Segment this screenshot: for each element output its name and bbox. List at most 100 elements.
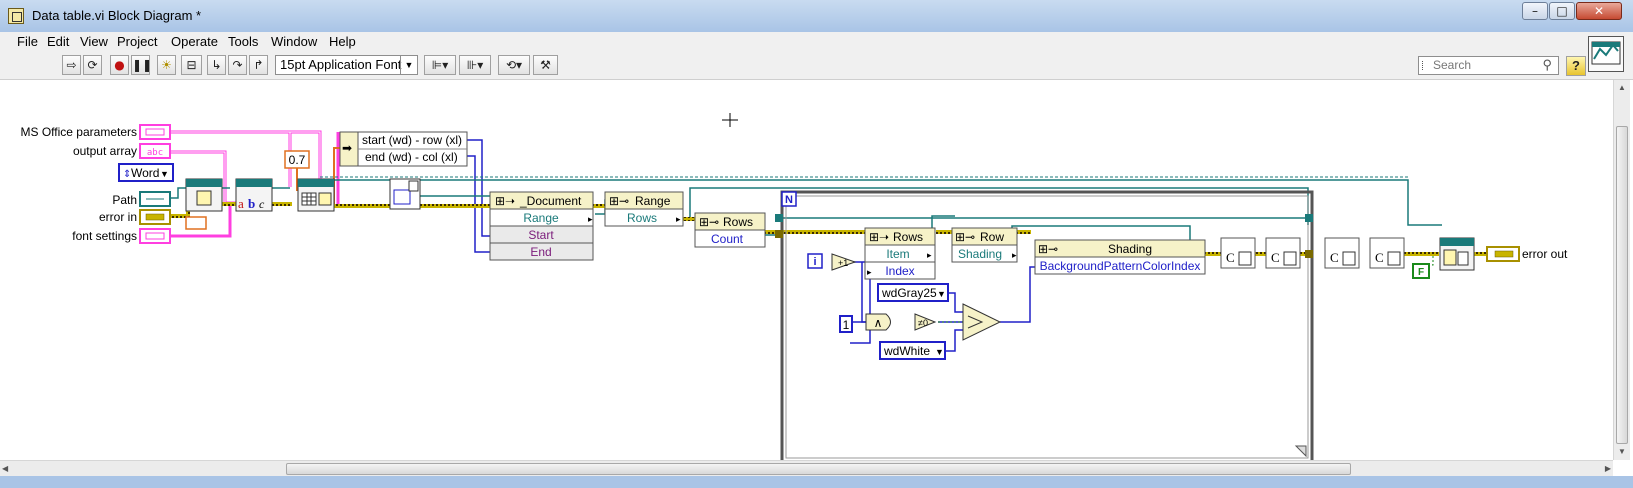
vi-icon[interactable] (1588, 36, 1624, 72)
highlight-execution-icon[interactable]: ☀ (157, 55, 176, 75)
menu-view[interactable]: View (80, 34, 108, 49)
horizontal-scroll-thumb[interactable] (286, 463, 1351, 475)
svg-text:b: b (248, 196, 255, 211)
row-shading-property-node[interactable]: ⊞⊸ Row Shading ▸ (951, 227, 1018, 263)
minimize-button[interactable]: – (1522, 2, 1548, 20)
document-property-node[interactable]: ⊞➝ _Document Range ▸ Start End (489, 191, 594, 261)
svg-text:C: C (1330, 250, 1339, 265)
horizontal-scrollbar[interactable]: ◀ ▶ (0, 460, 1613, 477)
svg-text:wdGray25: wdGray25 (881, 286, 937, 300)
window-bottom-frame (0, 476, 1633, 488)
iteration-terminal[interactable] (807, 253, 823, 269)
rows1-count-prop: Count (711, 232, 744, 246)
subvi-close-word[interactable] (1439, 237, 1475, 271)
false-constant[interactable] (1412, 263, 1430, 279)
not-equal-zero-function[interactable]: ≠0 (914, 313, 937, 331)
iteration-label: i (813, 256, 816, 268)
retain-wire-values-icon[interactable]: ⊟ (181, 55, 202, 75)
menu-operate[interactable]: Operate (171, 34, 218, 49)
svg-text:⊞⊸: ⊞⊸ (1038, 242, 1058, 256)
run-arrow-icon[interactable]: ⇨ (62, 55, 81, 75)
cluster-constant[interactable] (185, 216, 207, 230)
menu-help[interactable]: Help (329, 34, 356, 49)
rows2-item-prop: Item (886, 247, 909, 261)
ms-office-parameters-terminal[interactable] (139, 124, 171, 140)
window-titlebar: Data table.vi Block Diagram * – □ ✕ (0, 0, 1633, 33)
vertical-scrollbar[interactable]: ▲ ▼ (1613, 80, 1630, 460)
document-end-prop: End (530, 245, 551, 259)
for-loop[interactable]: N i (775, 190, 1314, 460)
help-button[interactable]: ? (1566, 56, 1586, 76)
subvi-format-text[interactable]: a b c (235, 178, 273, 212)
search-icon[interactable]: ⚲ (1542, 57, 1552, 72)
subvi-table-insert[interactable] (297, 178, 335, 212)
font-selector-value: 15pt Application Font (280, 57, 402, 72)
close-reference-node[interactable]: C (1265, 237, 1301, 269)
loop-count-label: N (785, 194, 793, 206)
reorder-icon[interactable]: ⟲▾ (498, 55, 530, 75)
menu-file[interactable]: File (17, 34, 38, 49)
cleanup-diagram-icon[interactable]: ⚒ (533, 55, 558, 75)
step-over-icon[interactable]: ↷ (228, 55, 247, 75)
scroll-down-icon[interactable]: ▼ (1618, 447, 1626, 456)
output-array-terminal[interactable] (139, 143, 171, 159)
distribute-objects-icon[interactable]: ⊪▾ (459, 55, 491, 75)
pause-icon[interactable]: ❚❚ (131, 55, 152, 75)
loop-count-terminal[interactable] (781, 191, 797, 207)
close-reference-node[interactable]: C (1324, 237, 1360, 269)
svg-text:C: C (1226, 250, 1235, 265)
labview-vi-icon (8, 8, 24, 24)
range-node-title: Range (635, 194, 671, 208)
maximize-button[interactable]: □ (1549, 2, 1575, 20)
scroll-right-icon[interactable]: ▶ (1604, 464, 1611, 473)
step-into-icon[interactable]: ↳ (207, 55, 226, 75)
svg-text:▸: ▸ (927, 250, 932, 260)
font-settings-terminal[interactable] (139, 228, 171, 244)
menu-tools[interactable]: Tools (228, 34, 259, 49)
grip-icon (1422, 61, 1430, 70)
one-constant[interactable] (839, 315, 853, 333)
svg-text:▸: ▸ (588, 214, 593, 224)
and-function[interactable]: ∧ (865, 313, 891, 331)
menu-window[interactable]: Window (271, 34, 318, 49)
vertical-scroll-thumb[interactable] (1616, 126, 1628, 444)
svg-text:C: C (1375, 250, 1384, 265)
menu-edit[interactable]: Edit (47, 34, 70, 49)
run-continuously-icon[interactable]: ⟳ (83, 55, 102, 75)
menu-bar: File Edit View Project Operate Tools Win… (0, 32, 1633, 52)
block-diagram-canvas[interactable]: MS Office parameters output array abc ⇕ … (0, 80, 1613, 460)
close-reference-node[interactable]: C (1369, 237, 1405, 269)
value-constant[interactable] (284, 150, 310, 169)
svg-text:➡: ➡ (342, 141, 352, 155)
wdwhite-constant[interactable]: wdWhite ▼ (879, 341, 946, 360)
scroll-up-icon[interactable]: ▲ (1618, 83, 1626, 92)
search-field[interactable]: Search ⚲ (1418, 56, 1559, 75)
row-shading-prop: Shading (958, 247, 1002, 261)
svg-text:wdWhite: wdWhite (883, 344, 930, 358)
select-function[interactable] (962, 303, 1002, 341)
document-range-prop: Range (523, 211, 559, 225)
wdgray25-constant[interactable]: wdGray25 ▼ (877, 283, 949, 302)
increment-function[interactable]: +1 (831, 253, 857, 271)
document-subvi[interactable] (389, 178, 421, 210)
error-in-label: error in (99, 210, 137, 224)
close-button[interactable]: ✕ (1576, 2, 1622, 20)
close-reference-node[interactable]: C (1220, 237, 1256, 269)
range-property-node[interactable]: ⊞⊸ Range Rows ▸ (604, 191, 684, 227)
rows-count-property-node[interactable]: ⊞⊸ Rows Count (694, 212, 766, 248)
unbundle-by-name[interactable]: ➡ start (wd) - row (xl) end (wd) - col (… (339, 131, 468, 167)
unbundle-start-label: start (wd) - row (xl) (362, 133, 462, 147)
svg-text:C: C (1271, 250, 1280, 265)
menu-project[interactable]: Project (117, 34, 158, 49)
step-out-icon[interactable]: ↱ (249, 55, 268, 75)
abort-icon[interactable]: ● (110, 55, 129, 75)
scroll-left-icon[interactable]: ◀ (2, 464, 9, 473)
subvi-open-word[interactable] (185, 178, 223, 212)
search-input[interactable]: Search (1433, 58, 1472, 72)
font-selector[interactable]: 15pt Application Font ▼ (275, 55, 418, 75)
word-enum-constant[interactable] (118, 163, 174, 182)
align-objects-icon[interactable]: ⊫▾ (424, 55, 456, 75)
shading-property-node[interactable]: ⊞⊸ Shading BackgroundPatternColorIndex (1034, 239, 1206, 275)
rows-item-property-node[interactable]: ⊞➝ Rows Item ▸ ▸ Index (864, 227, 936, 280)
chevron-down-icon: ▼ (935, 347, 944, 357)
